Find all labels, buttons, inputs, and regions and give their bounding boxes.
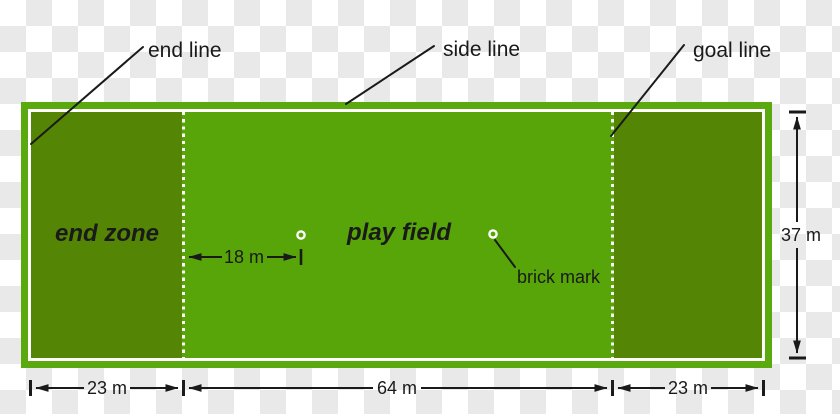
dimension-label-64m: 64 m bbox=[376, 378, 418, 398]
side-line-pointer-line bbox=[345, 45, 435, 105]
play-field-label: play field bbox=[347, 219, 452, 246]
goal-line-left-dashed bbox=[182, 112, 185, 358]
field-boundary-lines bbox=[28, 109, 765, 361]
end-zone-left bbox=[31, 112, 182, 358]
field-outline bbox=[21, 102, 772, 368]
side-line-label: side line bbox=[443, 38, 521, 61]
goal-line-label: goal line bbox=[693, 39, 772, 62]
dimension-label-18m: 18 m bbox=[223, 247, 265, 267]
dimension-label-37m: 37 m bbox=[780, 225, 822, 245]
dimension-label-23m-right: 23 m bbox=[667, 378, 709, 398]
end-line-label: end line bbox=[148, 39, 222, 62]
brick-mark-label: brick mark bbox=[517, 267, 601, 287]
end-zone-right bbox=[614, 112, 762, 358]
dimension-label-23m-left: 23 m bbox=[86, 378, 128, 398]
end-zone-label: end zone bbox=[55, 220, 160, 247]
goal-line-right-dashed bbox=[611, 112, 614, 358]
